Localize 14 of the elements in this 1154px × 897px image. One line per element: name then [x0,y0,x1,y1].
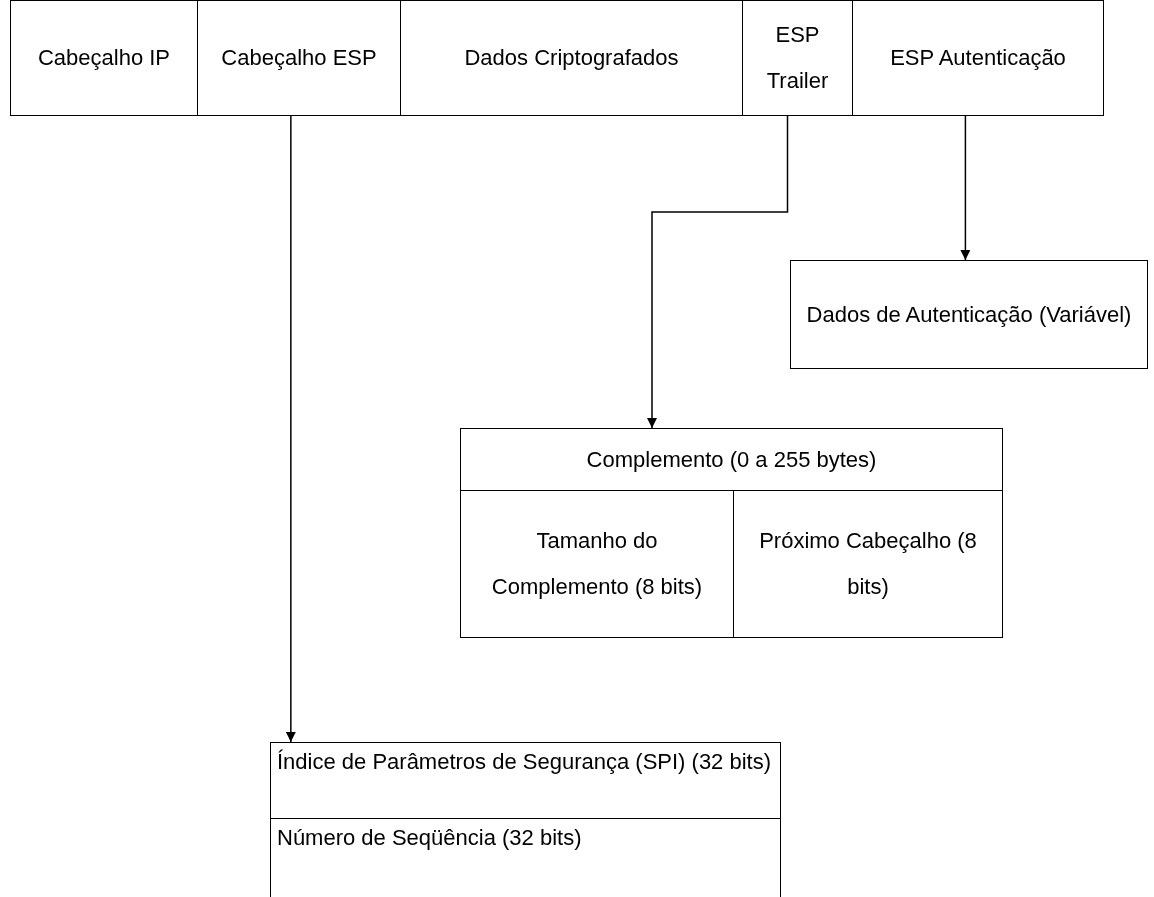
packet-field: ESP Autenticação [852,0,1104,116]
packet-field: Complemento (0 a 255 bytes) [460,428,1003,491]
packet-field: Próximo Cabeçalho (8 bits) [733,490,1003,638]
packet-field: Dados Criptografados [400,0,743,116]
packet-field: Tamanho do Complemento (8 bits) [460,490,734,638]
packet-field: Cabeçalho IP [10,0,198,116]
arrow [647,115,789,429]
packet-field: Índice de Parâmetros de Segurança (SPI) (32 bits) [270,742,781,819]
packet-field: Número de Seqüência (32 bits) [270,818,781,897]
arrow [960,115,971,261]
packet-field: ESP Trailer [742,0,853,116]
packet-field: Dados de Autenticação (Variável) [790,260,1148,369]
packet-field: Cabeçalho ESP [197,0,401,116]
arrow [285,115,296,743]
